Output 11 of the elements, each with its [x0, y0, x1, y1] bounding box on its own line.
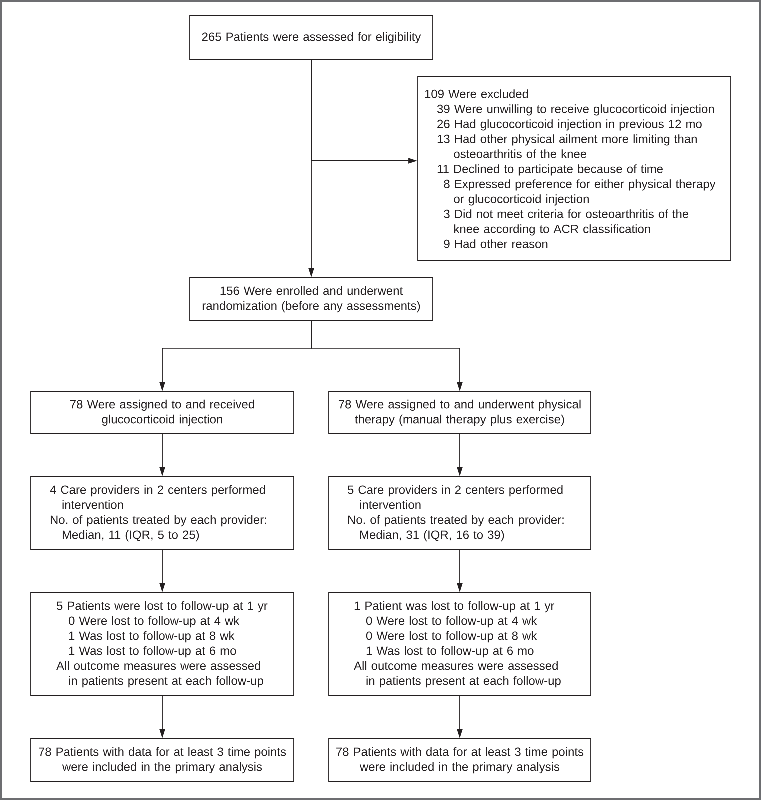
process-box: 265 Patients were assessed for eligibility [190, 16, 434, 60]
process-box: 5 Patients were lost to follow-up at 1 yr 0 Were lost to follow-up at 4 wk 1 Was lost to follow-up at 8 wk 1 Was lost to follow-up at 6 mo All outcome measures were assessed in patients present at each follow-up [30, 592, 294, 696]
side-box: 109 Were excluded 39 Were unwilling to receive glucocorticoid injection 26 Had glucocorticoid injection in previous 12 mo 13 Had other physical ailment more limiting than osteoarthritis of the knee 11 Declined to participate because of time 8 Expressed preference for either physical therapy or glucocorticoid injection 3 Did not meet criteria for osteoarthritis of the knee according to ACR classification 9 Had other reason [418, 76, 732, 262]
process-box: 78 Patients with data for at least 3 time points were included in the primary analysis [30, 738, 294, 782]
process-box: 156 Were enrolled and underwent randomization (before any assessments) [190, 278, 434, 322]
process-box: 1 Patient was lost to follow-up at 1 yr 0 Were lost to follow-up at 4 wk 0 Were lost to follow-up at 8 wk 1 Was lost to follow-up at 6 mo All outcome measures were assessed in patients present at each follow-up [328, 592, 592, 696]
process-box: 5 Care providers in 2 centers performed intervention No. of patients treated by each provider: Median, 31 (IQR, 16 to 39) [328, 476, 592, 550]
process-box: 78 Patients with data for at least 3 time points were included in the primary analysis [328, 738, 592, 782]
process-box: 78 Were assigned to and underwent physical therapy (manual therapy plus exercise) [328, 392, 592, 434]
process-box: 4 Care providers in 2 centers performed intervention No. of patients treated by each provider: Median, 11 (IQR, 5 to 25) [30, 476, 294, 550]
process-box: 78 Were assigned to and received glucocorticoid injection [30, 392, 294, 434]
